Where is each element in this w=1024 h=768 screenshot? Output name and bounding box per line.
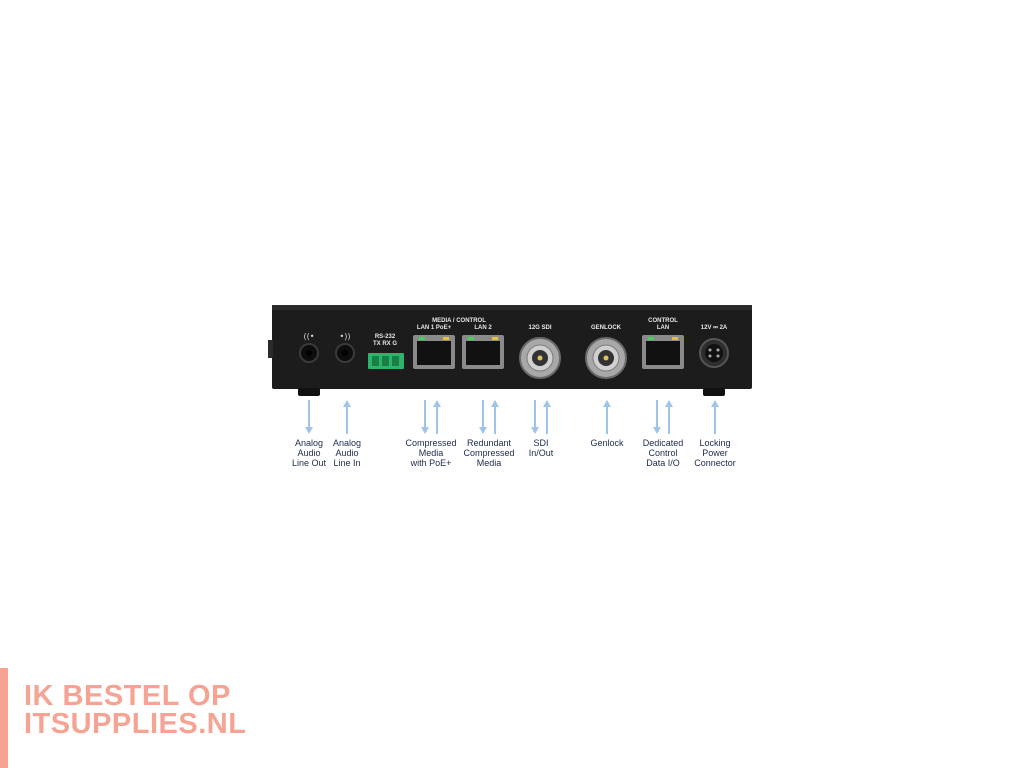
right-foot — [703, 388, 725, 396]
rs232-panel-label: RS-232 TX RX G — [372, 334, 398, 347]
lan1-panel-label: LAN 1 PoE+ — [416, 325, 452, 331]
watermark-line-2: ITSUPPLIES.NL — [24, 708, 247, 740]
watermark-bar — [0, 668, 8, 768]
audio-in-icon: •)) — [335, 332, 355, 363]
chassis-top-edge — [272, 305, 752, 310]
sdi-bnc-connector — [519, 337, 561, 379]
svg-text:•)): •)) — [340, 332, 351, 341]
left-foot — [298, 388, 320, 396]
genlock-bnc-connector — [585, 337, 627, 379]
watermark-logo: IK BESTEL OP ITSUPPLIES.NL — [0, 668, 246, 768]
arrow-up-sdi — [543, 400, 551, 434]
genlock-panel-label: GENLOCK — [591, 325, 621, 331]
media-control-panel-label: MEDIA / CONTROL — [432, 318, 486, 324]
control-lan-panel-label: CONTROL LAN — [648, 318, 678, 331]
power-panel-label: 12V ⎓ 2A — [700, 325, 728, 331]
watermark-line-1: IK BESTEL OP — [24, 680, 231, 712]
arrow-down-lan1 — [421, 400, 429, 434]
lan2-port — [462, 335, 504, 369]
label-control-lan: Dedicated Control Data I/O — [642, 438, 684, 468]
rs232-terminal-block — [368, 353, 404, 369]
arrow-up-lan2 — [491, 400, 499, 434]
label-sdi: SDI In/Out — [528, 438, 554, 458]
label-analog-in: Analog Audio Line In — [332, 438, 362, 468]
control-lan-port — [642, 335, 684, 369]
chassis-side-tab — [268, 340, 273, 358]
arrow-up-analog-in — [343, 400, 351, 434]
label-power: Locking Power Connector — [694, 438, 736, 468]
din-power-connector-icon — [699, 338, 729, 368]
arrow-down-analog-out — [305, 400, 313, 434]
label-lan2: Redundant Compressed Media — [463, 438, 515, 468]
label-analog-out: Analog Audio Line Out — [291, 438, 327, 468]
label-lan1: Compressed Media with PoE+ — [405, 438, 457, 468]
arrow-down-control-lan — [653, 400, 661, 434]
label-genlock: Genlock — [590, 438, 624, 448]
arrow-up-control-lan — [665, 400, 673, 434]
lan1-port — [413, 335, 455, 369]
audio-out-icon: ((• — [299, 332, 319, 363]
sdi-panel-label: 12G SDI — [528, 325, 552, 331]
arrow-up-lan1 — [433, 400, 441, 434]
arrow-up-power — [711, 400, 719, 434]
lan2-panel-label: LAN 2 — [474, 325, 492, 331]
arrow-layer — [305, 400, 719, 434]
arrow-down-sdi — [531, 400, 539, 434]
svg-text:((•: ((• — [304, 332, 315, 341]
arrow-down-lan2 — [479, 400, 487, 434]
arrow-up-genlock — [603, 400, 611, 434]
